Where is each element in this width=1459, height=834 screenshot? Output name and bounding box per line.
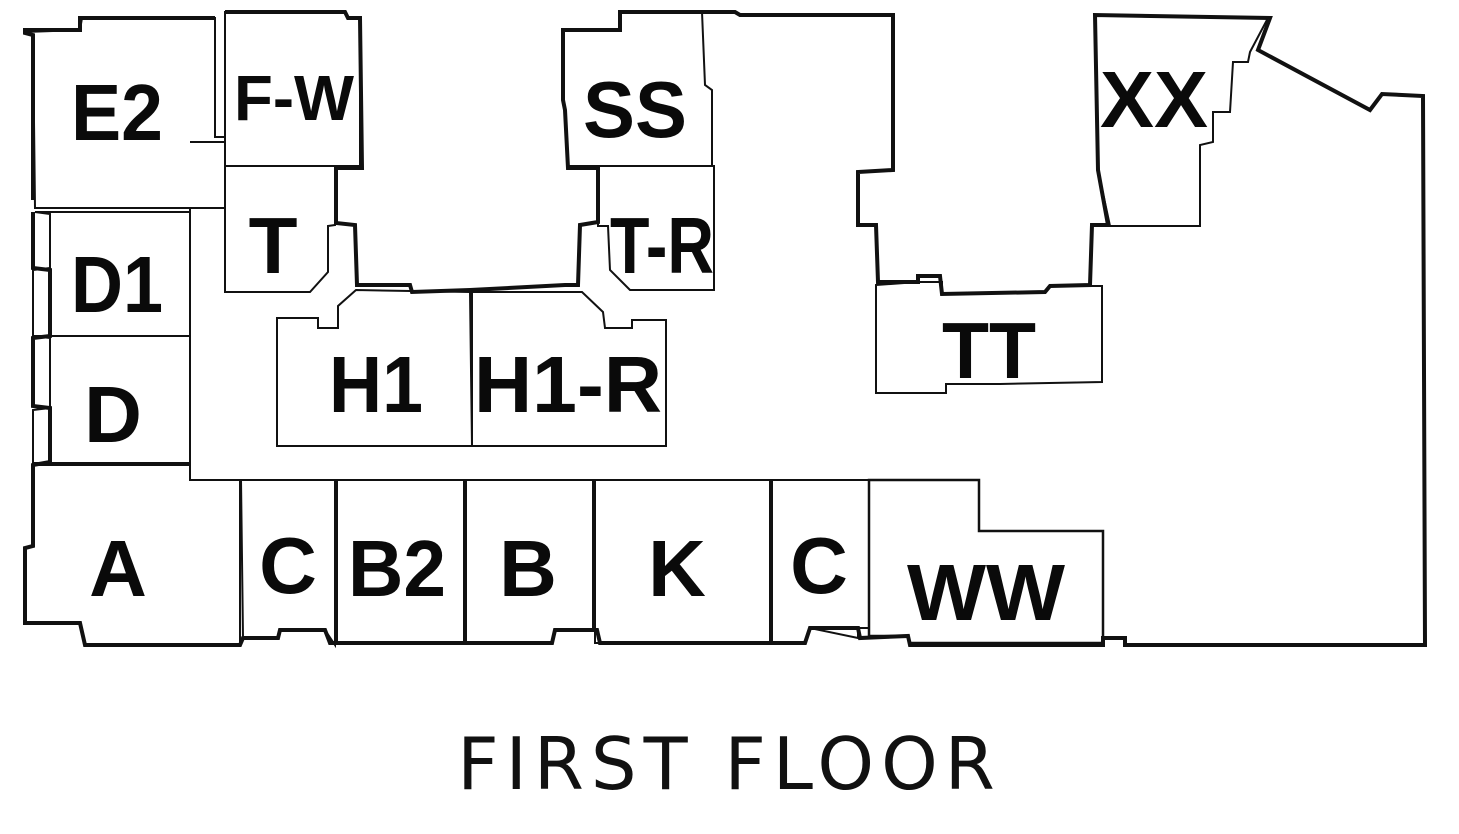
unit-label-TT: TT — [942, 306, 1036, 395]
building-walls — [23, 10, 1428, 647]
unit-label-T: T — [249, 201, 298, 290]
unit-label-E2: E2 — [71, 68, 163, 157]
unit-label-C-2: C — [790, 521, 848, 610]
unit-T-R[interactable] — [597, 165, 715, 291]
unit-label-D1: D1 — [71, 240, 163, 329]
unit-label-H1-R: H1-R — [474, 340, 662, 429]
floor-title: FIRST FLOOR — [457, 722, 1002, 806]
unit-label-H1: H1 — [329, 340, 423, 429]
unit-label-K: K — [648, 524, 706, 613]
unit-label-A: A — [89, 524, 147, 613]
unit-label-F-W: F-W — [234, 62, 355, 134]
unit-label-B: B — [499, 524, 557, 613]
unit-label-B2: B2 — [348, 524, 446, 613]
unit-label-SS: SS — [583, 65, 687, 154]
unit-label-XX: XX — [1100, 55, 1208, 144]
unit-label-D: D — [84, 370, 142, 459]
unit-H1-R[interactable] — [471, 291, 667, 447]
unit-label-WW: WW — [907, 548, 1066, 637]
unit-label-C-1: C — [259, 521, 317, 610]
floor-plan: E2 F-W D1 D T SS T-R H1 H1-R TT XX A C B… — [23, 10, 1428, 649]
unit-label-T-R: T-R — [610, 201, 714, 290]
unit-H1[interactable] — [276, 288, 474, 447]
partition-lines — [189, 141, 980, 481]
